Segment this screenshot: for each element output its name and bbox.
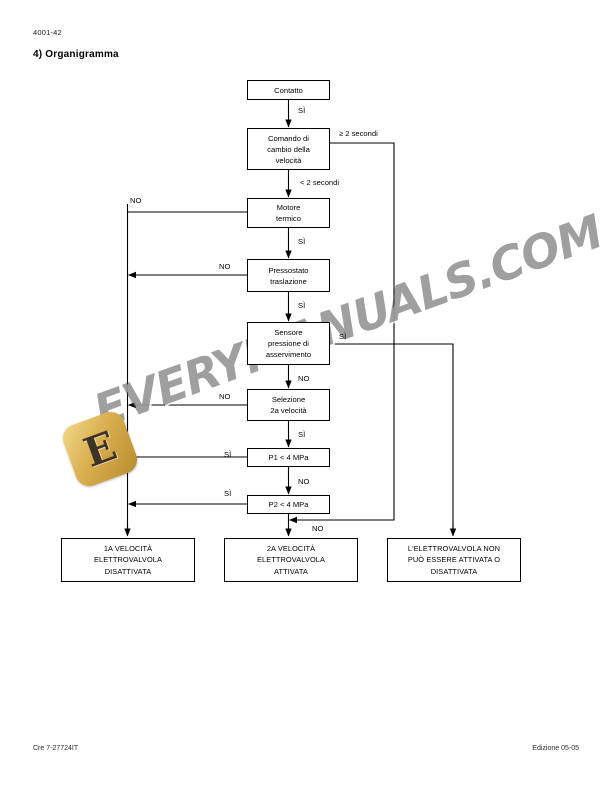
edge-label-si-pressostato: SÌ (298, 301, 306, 310)
node-pressostato-traslazione: Pressostato traslazione (247, 259, 330, 292)
edge-label-si-motore: SÌ (298, 237, 306, 246)
node-sensore-line-2: pressione di (268, 339, 309, 348)
node-out2-line-1: 2A VELOCITÀ (266, 543, 316, 553)
node-out1-line-1: 1A VELOCITÀ (103, 543, 153, 553)
node-contatto-line-1: Contatto (274, 85, 303, 95)
node-out3-line-2: PUÒ ESSERE ATTIVATA O (407, 555, 501, 565)
node-output-1a-velocita: 1A VELOCITÀ ELETTROVALVOLA DISATTIVATA (61, 538, 195, 582)
node-pressostato-line-1: Pressostato (268, 265, 309, 275)
document-code: 4001-42 (33, 28, 62, 37)
footer-edition: Edizione 05-05 (532, 745, 579, 752)
node-p2-line-1: P2 < 4 MPa (268, 500, 309, 509)
edge-label-lt-2-secondi: < 2 secondi (300, 178, 340, 187)
node-out3-line-1: L'ELETTROVALVOLA NON (407, 543, 501, 553)
node-out3-line-3: DISATTIVATA (430, 566, 478, 576)
node-comando-cambio-velocita: Comando di cambio della velocità (247, 128, 330, 170)
edge-label-ge-2-secondi: ≥ 2 secondi (339, 129, 378, 138)
node-sensore-line-3: asservimento (265, 350, 312, 359)
node-contatto: Contatto (247, 80, 330, 100)
node-p2-pressure-check: P2 < 4 MPa (247, 495, 330, 514)
edge-label-no-p2: NO (312, 524, 324, 533)
node-p1-pressure-check: P1 < 4 MPa (247, 448, 330, 467)
edge-label-si-p2: SÌ (224, 489, 232, 498)
node-out1-line-3: DISATTIVATA (104, 566, 152, 576)
node-out2-line-3: ATTIVATA (274, 566, 308, 576)
node-comando-line-3: velocità (275, 155, 302, 165)
edge-label-no-pressostato: NO (219, 262, 231, 271)
edge-label-no-sensore: NO (298, 374, 310, 383)
node-motore-line-1: Motore (276, 203, 301, 212)
node-comando-line-2: cambio della (267, 144, 310, 154)
node-motore-line-2: termico (276, 214, 301, 223)
footer-document-reference: Cre 7-27724IT (33, 745, 79, 752)
edge-label-no-selezione: NO (219, 392, 231, 401)
node-output-elettrovalvola-non-attivabile: L'ELETTROVALVOLA NON PUÒ ESSERE ATTIVATA… (387, 538, 521, 582)
edge-label-si-contatto: SÌ (298, 106, 306, 115)
node-selezione-2a-velocita: Selezione 2a velocità (247, 389, 330, 421)
node-p1-line-1: P1 < 4 MPa (268, 453, 309, 462)
edge-label-si-selezione: SÌ (298, 430, 306, 439)
node-motore-termico: Motore termico (247, 198, 330, 228)
edge-label-no-p1: NO (298, 477, 310, 486)
edge-label-si-sensore: SÌ (339, 332, 347, 341)
edge-label-no-motore: NO (130, 196, 142, 205)
node-sensore-line-1: Sensore (274, 328, 303, 337)
page-title: 4) Organigramma (33, 49, 119, 60)
node-comando-line-1: Comando di (268, 133, 309, 143)
node-out1-line-2: ELETTROVALVOLA (93, 555, 163, 565)
node-selezione-line-1: Selezione (271, 395, 306, 404)
node-out2-line-2: ELETTROVALVOLA (256, 555, 326, 565)
node-pressostato-line-2: traslazione (270, 276, 307, 286)
node-selezione-line-2: 2a velocità (270, 406, 307, 415)
node-output-2a-velocita: 2A VELOCITÀ ELETTROVALVOLA ATTIVATA (224, 538, 358, 582)
edge-label-si-p1: SÌ (224, 450, 232, 459)
node-sensore-pressione-asservimento: Sensore pressione di asservimento (247, 322, 330, 365)
